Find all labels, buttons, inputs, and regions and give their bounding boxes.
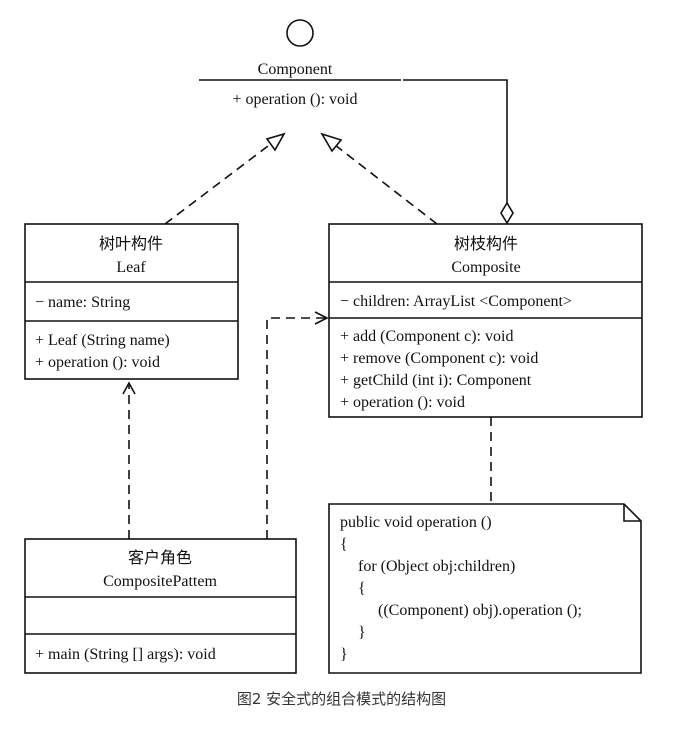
leaf-operation-2: + operation (): void	[35, 354, 160, 371]
client-class-box	[24, 538, 297, 674]
leaf-attribute: − name: String	[35, 294, 130, 311]
composite-operation-2: + remove (Component c): void	[340, 350, 538, 367]
component-name: Component	[258, 61, 333, 78]
composite-realization-arrowhead-icon	[320, 132, 343, 153]
leaf-realization-line	[164, 142, 273, 225]
note-line-3: for (Object obj:children)	[358, 558, 515, 575]
composite-operation-1: + add (Component c): void	[340, 328, 513, 345]
aggregation-line	[403, 79, 508, 203]
composite-cn-name: 树枝构件	[454, 235, 518, 253]
composite-operation-3: + getChild (int i): Component	[340, 372, 532, 389]
client-leaf-arrowhead-icon	[122, 381, 136, 395]
composite-attribute: − children: ArrayList <Component>	[340, 293, 572, 310]
leaf-realization-arrowhead-icon	[265, 132, 286, 152]
composite-realization-line	[334, 144, 438, 225]
client-operation: + main (String [] args): void	[35, 646, 216, 663]
component-operation: + operation (): void	[233, 91, 358, 108]
composite-class-box	[328, 223, 643, 418]
interface-lollipop-icon	[286, 19, 314, 47]
note-line-7: }	[340, 646, 348, 663]
aggregation-diamond-icon	[500, 201, 514, 225]
client-name: CompositePattem	[103, 573, 217, 590]
leaf-operation-1: + Leaf (String name)	[35, 332, 170, 349]
note-fold	[623, 504, 641, 522]
composite-operation-4: + operation (): void	[340, 394, 465, 411]
client-composite-dependency-line	[266, 317, 325, 539]
note-line-1: public void operation ()	[340, 514, 492, 531]
note-line-5: ((Component) obj).operation ();	[378, 602, 582, 619]
leaf-cn-name: 树叶构件	[99, 235, 163, 253]
note-line-6: }	[358, 624, 366, 641]
note-line-2: {	[340, 536, 348, 553]
figure-caption: 图2 安全式的组合模式的结构图	[236, 690, 447, 708]
leaf-class-box	[24, 223, 239, 380]
code-note-box	[328, 503, 642, 674]
leaf-name: Leaf	[116, 259, 146, 276]
client-cn-name: 客户角色	[128, 549, 192, 567]
note-line-4: {	[358, 580, 366, 597]
composite-name: Composite	[451, 259, 520, 276]
client-composite-arrowhead-icon	[314, 311, 329, 325]
